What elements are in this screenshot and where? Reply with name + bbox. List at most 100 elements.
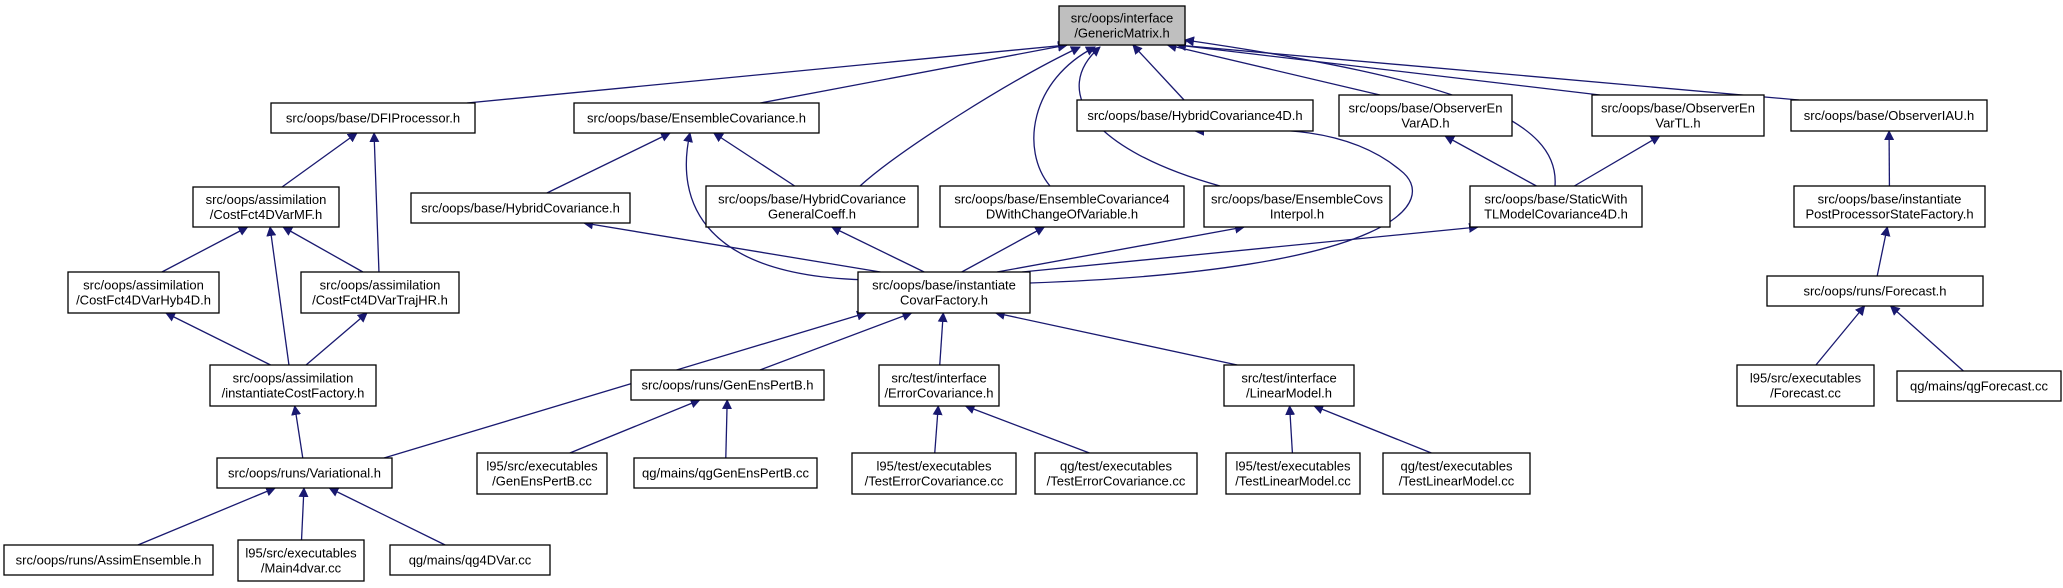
file-node-label: src/oops/base/DFIProcessor.h — [286, 111, 460, 126]
file-node-box — [630, 369, 825, 401]
file-node-label: /CostFct4DVarMF.h — [210, 207, 322, 222]
edge-trajhr-to-dfi — [369, 132, 380, 273]
file-node-label: src/oops/assimilation — [320, 278, 441, 293]
file-node-label: src/oops/base/StaticWith — [1484, 192, 1627, 207]
file-node-ens4d[interactable]: src/oops/base/EnsembleCovariance4DWithCh… — [939, 185, 1185, 228]
file-node-icf[interactable]: src/oops/assimilation/instantiateCostFac… — [209, 364, 377, 407]
file-node-assim[interactable]: src/oops/runs/AssimEnsemble.h — [3, 544, 214, 576]
file-node-box — [1469, 185, 1643, 228]
file-node-box — [237, 539, 365, 582]
file-node-label: src/oops/runs/AssimEnsemble.h — [16, 553, 202, 568]
file-node-dfi[interactable]: src/oops/base/DFIProcessor.h — [270, 102, 476, 134]
file-node-genens[interactable]: src/oops/runs/GenEnsPertB.h — [630, 369, 825, 401]
file-node-linmod[interactable]: src/test/interface/LinearModel.h — [1223, 364, 1355, 407]
file-node-label: Interpol.h — [1270, 207, 1324, 222]
file-node-label: src/oops/base/EnsembleCovariance.h — [587, 111, 806, 126]
edge-hyb4d-to-gm — [1132, 44, 1185, 101]
edge-ens-to-gm — [760, 41, 1068, 104]
edge-l95tlm-to-linmod — [1285, 405, 1296, 454]
file-node-box — [389, 544, 551, 576]
file-node-label: /LinearModel.h — [1246, 386, 1332, 401]
file-node-label: src/test/interface — [891, 371, 986, 386]
file-node-label: TLModelCovariance4D.h — [1484, 207, 1628, 222]
edge-static-to-obstl — [1573, 135, 1661, 187]
file-node-l95main[interactable]: l95/src/executables/Main4dvar.cc — [237, 539, 365, 582]
file-node-label: src/oops/base/instantiate — [872, 278, 1016, 293]
file-node-mf[interactable]: src/oops/assimilation/CostFct4DVarMF.h — [192, 186, 340, 228]
file-node-qgterr[interactable]: qg/test/executables/TestErrorCovariance.… — [1034, 452, 1198, 495]
file-node-ppsf[interactable]: src/oops/base/instantiatePostProcessorSt… — [1793, 185, 1986, 228]
file-node-box — [476, 452, 608, 495]
file-node-qgfc[interactable]: qg/mains/qgForecast.cc — [1896, 370, 2062, 402]
file-node-box — [300, 271, 460, 314]
file-node-label: src/oops/assimilation — [206, 192, 327, 207]
file-node-box — [1058, 5, 1186, 46]
file-node-l95terr[interactable]: l95/test/executables/TestErrorCovariance… — [851, 452, 1017, 495]
file-node-static[interactable]: src/oops/base/StaticWithTLModelCovarianc… — [1469, 185, 1643, 228]
file-node-box — [1034, 452, 1198, 495]
edge-dfi-to-gm — [466, 40, 1068, 104]
file-node-l95gen[interactable]: l95/src/executables/GenEnsPertB.cc — [476, 452, 608, 495]
file-node-qg4d[interactable]: qg/mains/qg4DVar.cc — [389, 544, 551, 576]
file-node-var[interactable]: src/oops/runs/Variational.h — [216, 457, 393, 489]
file-node-hyb[interactable]: src/oops/base/HybridCovariance.h — [410, 192, 631, 224]
file-node-label: src/oops/base/EnsembleCovs — [1211, 192, 1383, 207]
edge-errcov-to-covf — [937, 312, 948, 366]
file-node-box — [216, 457, 393, 489]
file-node-label: src/oops/assimilation — [233, 371, 354, 386]
file-node-hyb4d[interactable]: src/oops/base/HybridCovariance4D.h — [1076, 99, 1314, 132]
file-nodes: src/oops/interface/GenericMatrix.hsrc/oo… — [3, 5, 2062, 582]
file-node-label: src/test/interface — [1241, 371, 1336, 386]
file-node-label: PostProcessorStateFactory.h — [1805, 207, 1973, 222]
file-node-label: /TestLinearModel.cc — [1235, 474, 1351, 489]
file-node-gm[interactable]: src/oops/interface/GenericMatrix.h — [1058, 5, 1186, 46]
file-node-box — [1591, 94, 1765, 137]
file-node-box — [1223, 364, 1355, 407]
file-node-box — [633, 457, 818, 489]
edge-l95terr-to-errcov — [932, 405, 943, 454]
file-node-label: src/oops/runs/Variational.h — [228, 466, 381, 481]
file-node-l95tlm[interactable]: l95/test/executables/TestLinearModel.cc — [1225, 452, 1361, 495]
file-node-box — [1896, 370, 2062, 402]
file-node-label: src/oops/base/HybridCovariance.h — [421, 201, 620, 216]
edge-icf-to-hyb4dcf — [165, 312, 271, 366]
file-node-qgtlm[interactable]: qg/test/executables/TestLinearModel.cc — [1382, 452, 1531, 495]
edge-fcst-to-ppsf — [1876, 226, 1891, 277]
file-node-hgc[interactable]: src/oops/base/HybridCovarianceGeneralCoe… — [705, 185, 919, 228]
file-node-l95fc[interactable]: l95/src/executables/Forecast.cc — [1736, 364, 1875, 407]
file-node-ens[interactable]: src/oops/base/EnsembleCovariance.h — [573, 102, 820, 134]
edge-static-to-obsad — [1444, 135, 1537, 187]
file-node-fcst[interactable]: src/oops/runs/Forecast.h — [1766, 275, 1984, 307]
edge-hyb-to-ens — [546, 132, 671, 194]
file-node-label: /TestLinearModel.cc — [1399, 474, 1515, 489]
file-node-label: l95/src/executables — [1750, 371, 1862, 386]
file-node-hyb4dcf[interactable]: src/oops/assimilation/CostFct4DVarHyb4D.… — [67, 271, 220, 314]
file-node-box — [1203, 185, 1391, 228]
edge-obstl-to-gm — [1176, 41, 1601, 96]
file-node-label: src/oops/base/ObserverIAU.h — [1804, 108, 1975, 123]
edge-var-to-icf — [291, 405, 304, 459]
file-node-qggen[interactable]: qg/mains/qgGenEnsPertB.cc — [633, 457, 818, 489]
file-node-label: src/oops/runs/GenEnsPertB.h — [642, 378, 814, 393]
file-node-trajhr[interactable]: src/oops/assimilation/CostFct4DVarTrajHR… — [300, 271, 460, 314]
edge-qg4d-to-var — [328, 487, 446, 546]
file-node-box — [878, 364, 1000, 407]
edge-obsad-to-gm — [1166, 42, 1381, 96]
file-node-label: src/oops/interface — [1071, 11, 1174, 26]
edge-assim-to-var — [137, 486, 277, 546]
edge-l95gen-to-genens — [569, 398, 701, 454]
file-node-label: VarTL.h — [1655, 116, 1700, 131]
file-node-box — [1382, 452, 1531, 495]
file-node-box — [1766, 275, 1984, 307]
edge-hgc-to-ens — [712, 132, 796, 187]
edge-covf-to-hgc — [830, 226, 925, 273]
file-node-label: qg/mains/qgForecast.cc — [1910, 379, 2049, 394]
file-node-errcov[interactable]: src/test/interface/ErrorCovariance.h — [878, 364, 1000, 407]
file-node-obsiau[interactable]: src/oops/base/ObserverIAU.h — [1790, 99, 1988, 132]
edge-l95main-to-var — [298, 487, 309, 541]
file-node-label: qg/mains/qg4DVar.cc — [409, 553, 532, 568]
